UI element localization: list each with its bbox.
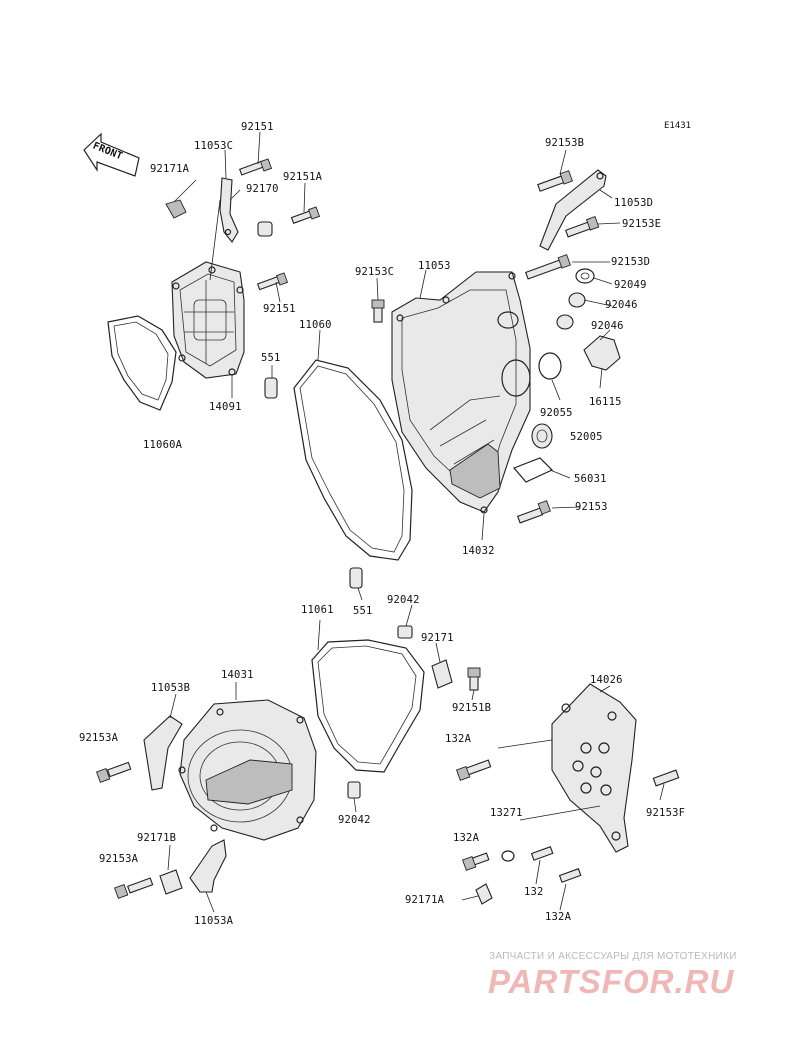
- part-label: 92049: [614, 279, 647, 291]
- dowel-551-top: [264, 377, 278, 399]
- bolt-132a-bot: [558, 868, 582, 883]
- part-label: 56031: [574, 473, 607, 485]
- part-label: 92153F: [646, 807, 686, 819]
- part-label: 92171A: [405, 894, 445, 906]
- generator-cover-14031: [178, 699, 317, 841]
- part-label: 92170: [246, 183, 279, 195]
- part-label: 11061: [301, 604, 334, 616]
- bolt-92153a-bot: [114, 877, 154, 899]
- part-label: 92042: [338, 814, 371, 826]
- bolt-92151-mid: [256, 272, 289, 291]
- part-label: 132: [524, 886, 544, 898]
- part-label: 92153C: [355, 266, 395, 278]
- gasket-11061: [311, 639, 425, 773]
- part-label: 92055: [540, 407, 573, 419]
- bolt-92153d: [525, 254, 571, 280]
- clamp-92171b: [159, 869, 183, 895]
- part-label: 11053A: [194, 915, 234, 927]
- bolt-132a-mid: [456, 759, 492, 781]
- part-label: 92153: [575, 501, 608, 513]
- oil-seal-52005: [531, 423, 553, 449]
- part-label: 14031: [221, 669, 254, 681]
- bolt-132: [530, 846, 554, 861]
- plug-16115: [583, 335, 621, 371]
- part-label: 92153D: [611, 256, 651, 268]
- part-label: 92151: [241, 121, 274, 133]
- nut-92046-a: [568, 292, 586, 308]
- part-label: 92042: [387, 594, 420, 606]
- o-ring-92055: [538, 352, 562, 380]
- dowel-92042-top: [397, 625, 413, 639]
- part-label: 11060A: [143, 439, 183, 451]
- dowel-92042-bot: [347, 781, 361, 799]
- part-label: 92153A: [99, 853, 139, 865]
- part-label: 92171: [421, 632, 454, 644]
- collar-92170: [257, 221, 273, 237]
- part-label: 551: [261, 352, 281, 364]
- diagram-ref-code: E1431: [664, 121, 692, 131]
- part-label: 92171A: [150, 163, 190, 175]
- bolt-92153a-top: [96, 761, 132, 783]
- clamp-92171: [431, 659, 453, 689]
- part-label: 14026: [590, 674, 623, 686]
- bolt-92151b: [467, 667, 481, 691]
- part-label: 132A: [545, 911, 572, 923]
- part-label: 92171B: [137, 832, 177, 844]
- watermark-logo: PARTSFOR.RU: [488, 963, 735, 1000]
- part-label: 11060: [299, 319, 332, 331]
- clamp-92171a-bot: [475, 883, 493, 905]
- bracket-11053a: [189, 839, 227, 893]
- part-label: 11053B: [151, 682, 191, 694]
- part-label: 551: [353, 605, 373, 617]
- part-label: 92151A: [283, 171, 323, 183]
- part-label: 132A: [453, 832, 480, 844]
- part-label: 92151B: [452, 702, 492, 714]
- bolt-132a-low: [462, 852, 490, 871]
- clutch-cover-14032: [391, 271, 531, 514]
- part-label: 92153E: [622, 218, 662, 230]
- washer-13271: [501, 850, 515, 862]
- part-label: 11053C: [194, 140, 234, 152]
- gasket-11060a: [107, 315, 177, 411]
- part-label: 11053: [418, 260, 451, 272]
- washer-92049: [575, 268, 595, 284]
- part-label: 92046: [591, 320, 624, 332]
- part-label: 13271: [490, 807, 523, 819]
- part-label: 92046: [605, 299, 638, 311]
- watermark-tagline: ЗАПЧАСТИ И АКСЕССУАРЫ ДЛЯ МОТОТЕХНИКИ: [489, 951, 737, 962]
- bolt-92153: [516, 500, 551, 524]
- part-label: 11053D: [614, 197, 654, 209]
- pickup-cover-14091: [171, 261, 245, 379]
- part-label: 92153A: [79, 732, 119, 744]
- label-56031: [512, 457, 554, 483]
- nut-92046-b: [556, 314, 574, 330]
- part-label: 16115: [589, 396, 622, 408]
- gasket-11060: [293, 359, 413, 561]
- front-arrow-icon: [83, 132, 140, 177]
- bolt-92153e: [564, 216, 600, 238]
- part-label: 52005: [570, 431, 603, 443]
- part-label: 92153B: [545, 137, 585, 149]
- clamp-92171a-top: [165, 199, 187, 219]
- part-label: 132A: [445, 733, 472, 745]
- guard-14026: [551, 683, 637, 853]
- bracket-11053b: [143, 715, 183, 791]
- part-label: 14091: [209, 401, 242, 413]
- leader-lines: [167, 131, 665, 913]
- part-label: 92151: [263, 303, 296, 315]
- bolt-92153f: [652, 769, 680, 787]
- bracket-11053c: [219, 177, 239, 243]
- bolt-92151-top: [238, 158, 273, 176]
- bolt-92153c: [371, 299, 385, 323]
- bracket-11053d: [539, 169, 607, 251]
- part-label: 14032: [462, 545, 495, 557]
- bolt-92153b: [537, 170, 573, 192]
- dowel-551-bot: [349, 567, 363, 589]
- bolt-92151a-top: [290, 206, 321, 224]
